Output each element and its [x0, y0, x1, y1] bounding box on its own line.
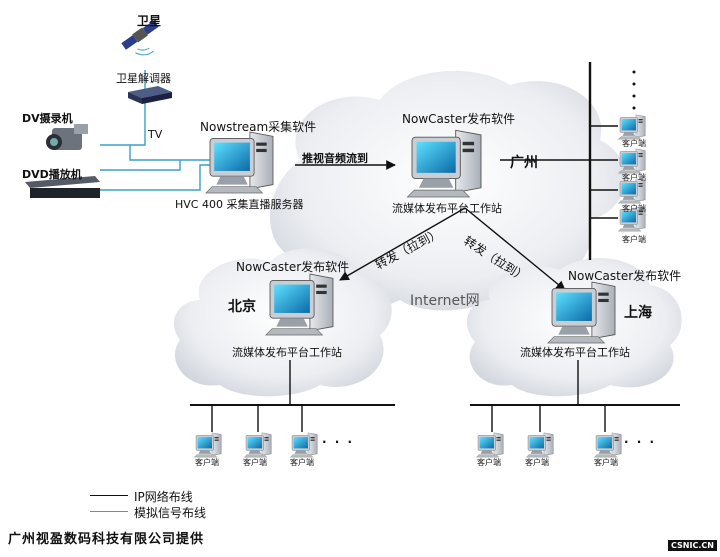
client-computer-icon — [618, 114, 646, 140]
legend-analog-swatch — [90, 511, 128, 512]
client-computer-icon — [476, 432, 504, 458]
capture-server-icon — [205, 131, 274, 194]
satellite-icon — [121, 20, 159, 56]
client-computer-icon — [194, 432, 222, 458]
beijing-software-label: NowCaster发布软件 — [236, 260, 350, 274]
shanghai-station-label: 流媒体发布平台工作站 — [520, 346, 630, 359]
workstations — [205, 129, 616, 344]
guangzhou-station-label: 流媒体发布平台工作站 — [392, 202, 502, 215]
client-label: 客户端 — [195, 458, 219, 467]
client-computer-icon — [594, 432, 622, 458]
dv-camera-icon — [46, 124, 88, 150]
more-clients-dots — [632, 70, 636, 110]
capture-server-label: HVC 400 采集直播服务器 — [175, 198, 304, 211]
internet-label: Internet网 — [410, 293, 480, 309]
legend: IP网络布线 模拟信号布线 — [90, 488, 290, 520]
client-computer-icon — [244, 432, 272, 458]
client-computer-icon — [618, 206, 646, 232]
client-label: 客户端 — [622, 173, 646, 182]
dvd-player-icon — [25, 176, 100, 198]
shanghai-city-label: 上海 — [624, 305, 652, 321]
provider-credit: 广州视盈数码科技有限公司提供 — [8, 532, 205, 547]
guangzhou-workstation-icon — [406, 129, 482, 198]
client-label: 客户端 — [477, 458, 501, 467]
ip-lines — [190, 62, 680, 432]
client-computer-icon — [526, 432, 554, 458]
client-label: 客户端 — [622, 235, 646, 244]
beijing-workstation-icon — [265, 273, 334, 336]
shanghai-workstation-icon — [547, 281, 616, 344]
satellite-receiver-label: 卫星解调器 — [116, 72, 171, 85]
satellite-receiver-icon — [128, 86, 172, 104]
tv-label: TV — [148, 128, 163, 141]
guangzhou-software-label: NowCaster发布软件 — [402, 112, 516, 126]
capture-software-label: Nowstream采集软件 — [200, 120, 317, 134]
shanghai-software-label: NowCaster发布软件 — [568, 269, 682, 283]
shanghai-ellipsis: . . . — [624, 432, 657, 446]
legend-analog-label: 模拟信号布线 — [134, 506, 207, 520]
dv-camera-label: DV摄录机 — [22, 112, 73, 125]
client-label: 客户端 — [622, 204, 646, 213]
dvd-player-label: DVD播放机 — [22, 168, 82, 181]
client-computer-icon — [290, 432, 318, 458]
client-label: 客户端 — [622, 139, 646, 148]
legend-ip-swatch — [90, 495, 128, 496]
client-label: 客户端 — [525, 458, 549, 467]
beijing-ellipsis: . . . — [322, 432, 355, 446]
client-computer-icon — [618, 178, 646, 204]
guangzhou-city-label: 广州 — [510, 155, 538, 171]
client-label: 客户端 — [594, 458, 618, 467]
client-computer-icon — [618, 148, 646, 174]
client-computers — [194, 114, 646, 458]
client-label: 客户端 — [290, 458, 314, 467]
beijing-city-label: 北京 — [228, 299, 256, 315]
client-label: 客户端 — [243, 458, 267, 467]
push-stream-label: 推视音频流到 — [302, 152, 368, 165]
satellite-label: 卫星 — [137, 14, 162, 28]
legend-ip-label: IP网络布线 — [134, 490, 193, 504]
watermark: CSNIC.CN — [668, 540, 717, 551]
beijing-station-label: 流媒体发布平台工作站 — [232, 346, 342, 359]
